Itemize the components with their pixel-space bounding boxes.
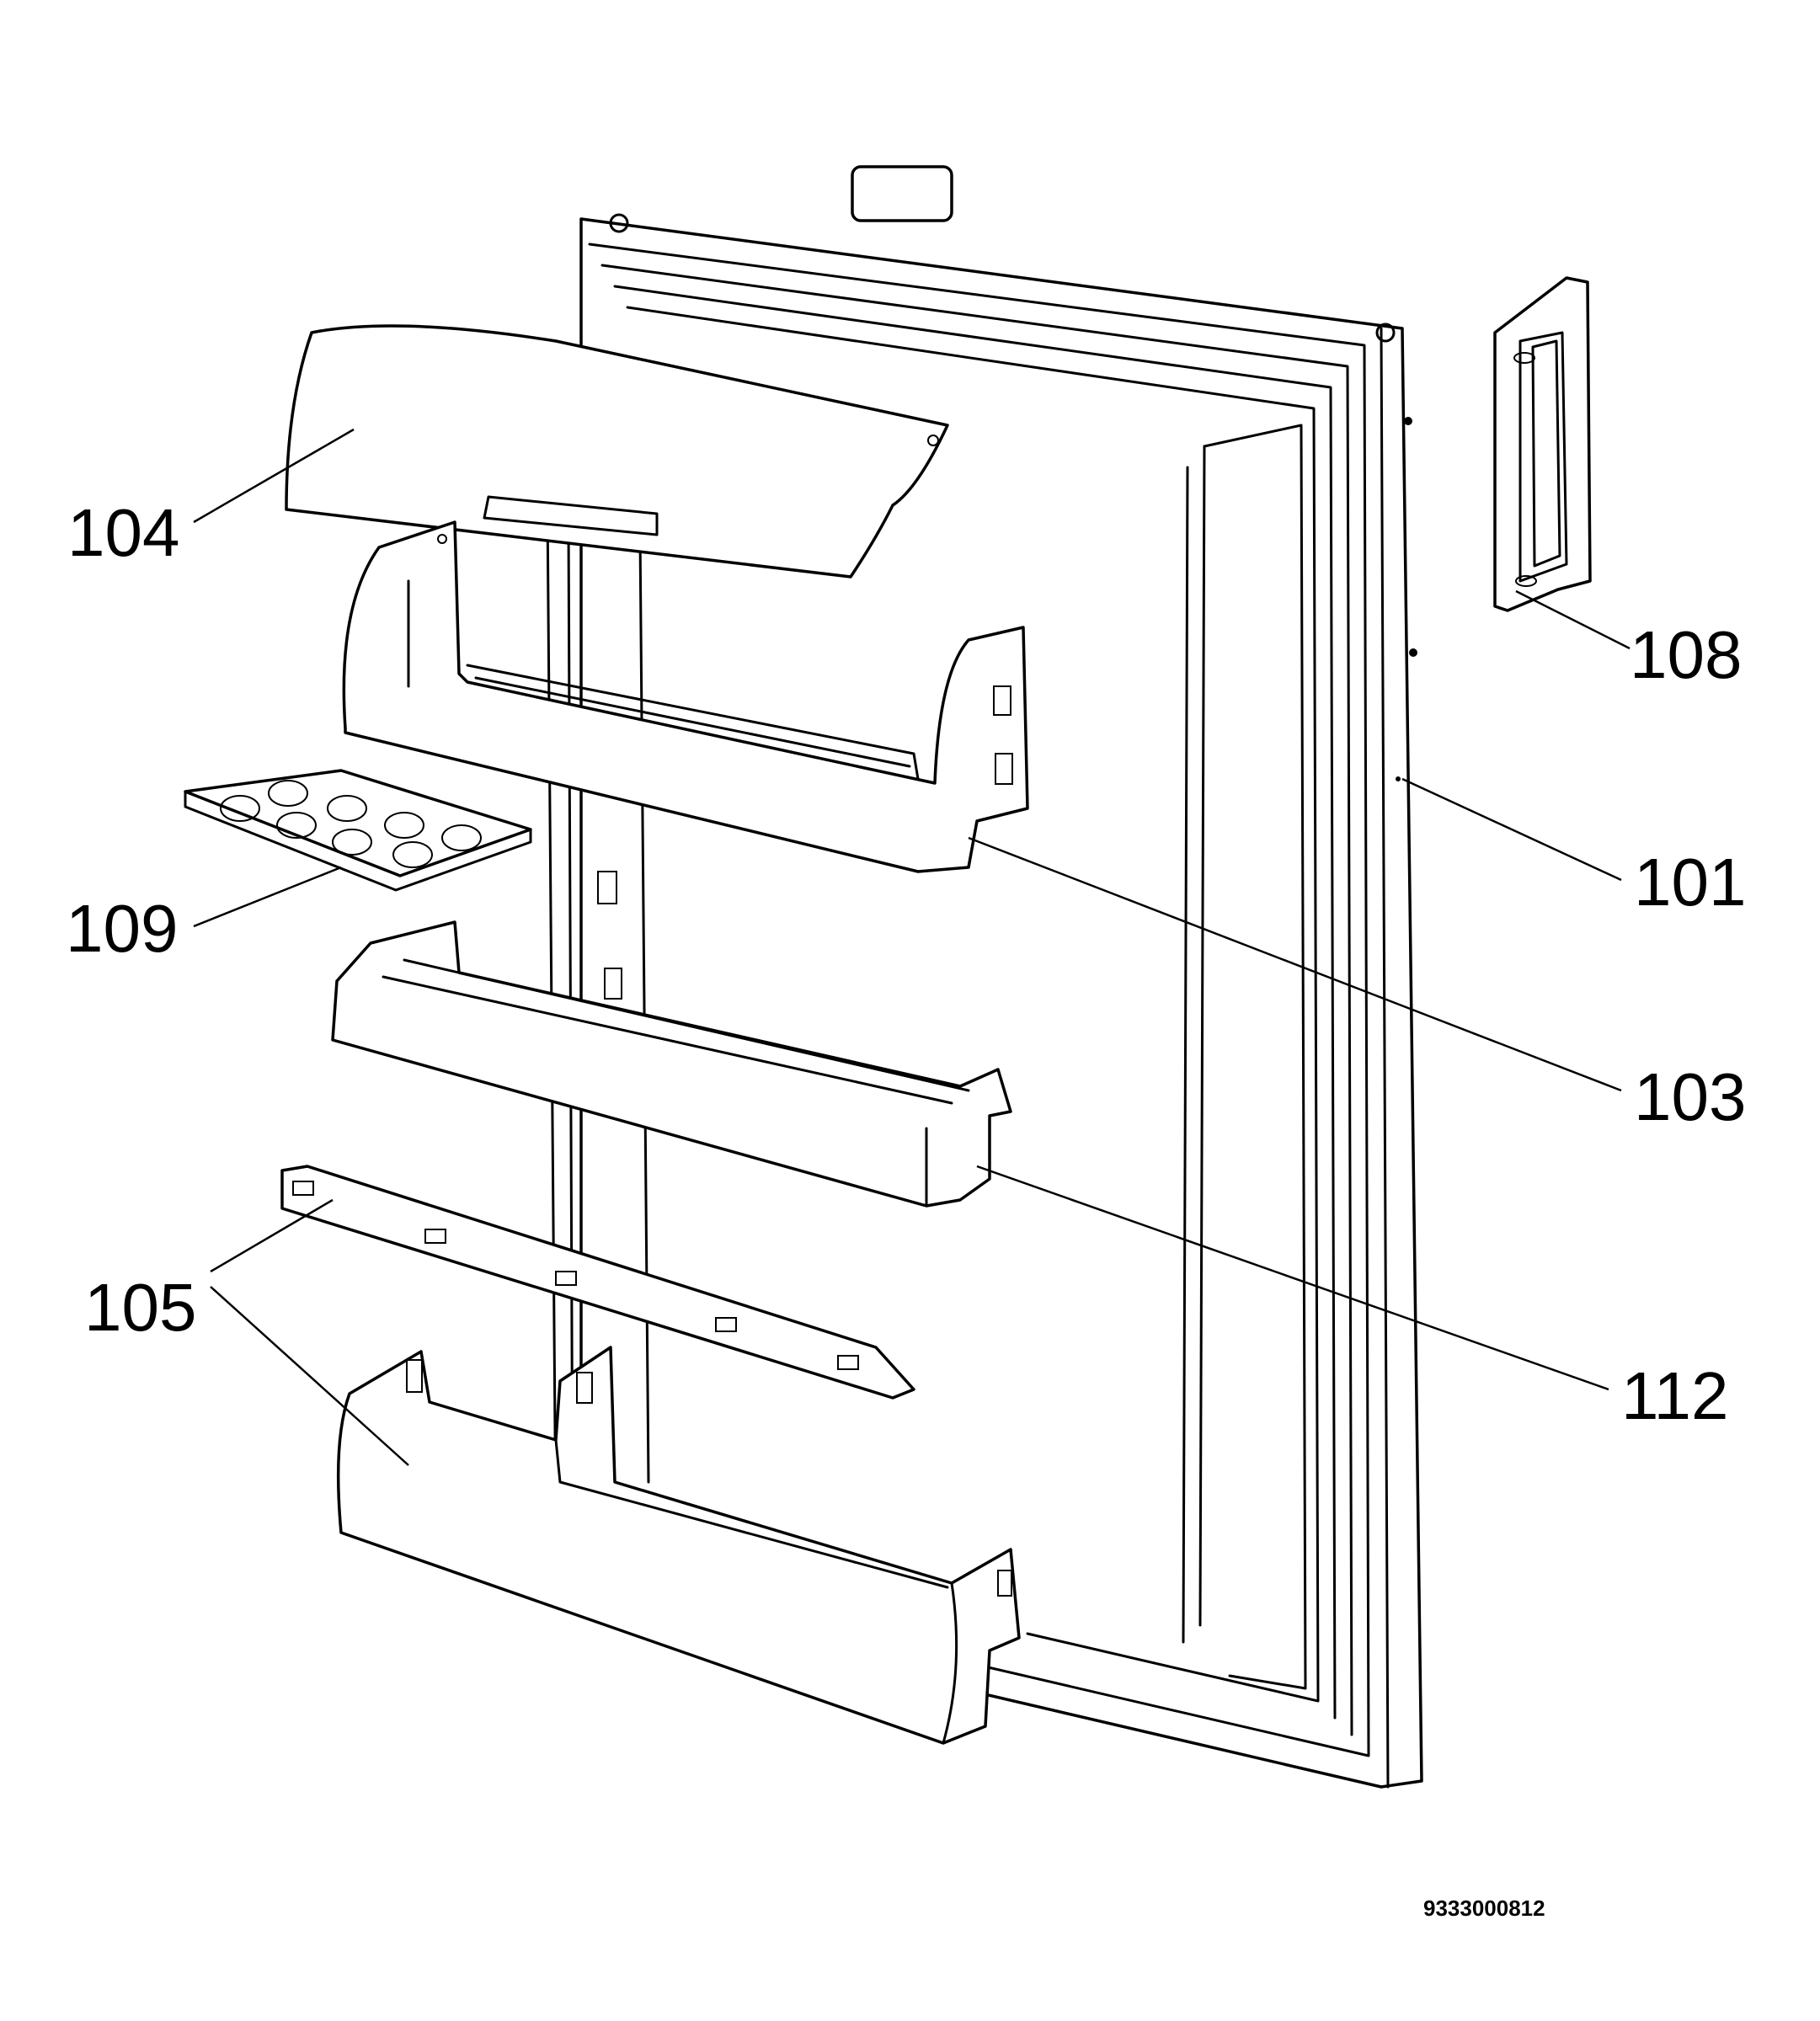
label-108: 108	[1630, 617, 1742, 692]
top-cover-104	[285, 324, 949, 579]
label-112: 112	[1621, 1358, 1729, 1433]
bottle-retainer-105	[280, 1165, 915, 1400]
middle-shelf-112	[331, 920, 1012, 1208]
leader-lines	[193, 428, 1631, 1466]
door-handle-108	[1493, 276, 1592, 612]
label-104: 104	[67, 495, 179, 570]
egg-tray-109	[184, 769, 532, 892]
label-101: 101	[1634, 845, 1746, 920]
label-109: 109	[66, 891, 178, 966]
bottom-bin-105	[336, 1346, 1021, 1745]
reference-number: 9333000812	[1423, 1896, 1545, 1921]
top-cap-part	[851, 165, 953, 222]
label-105: 105	[84, 1270, 196, 1345]
upper-shelf-103	[342, 520, 1029, 873]
label-103: 103	[1634, 1059, 1746, 1134]
